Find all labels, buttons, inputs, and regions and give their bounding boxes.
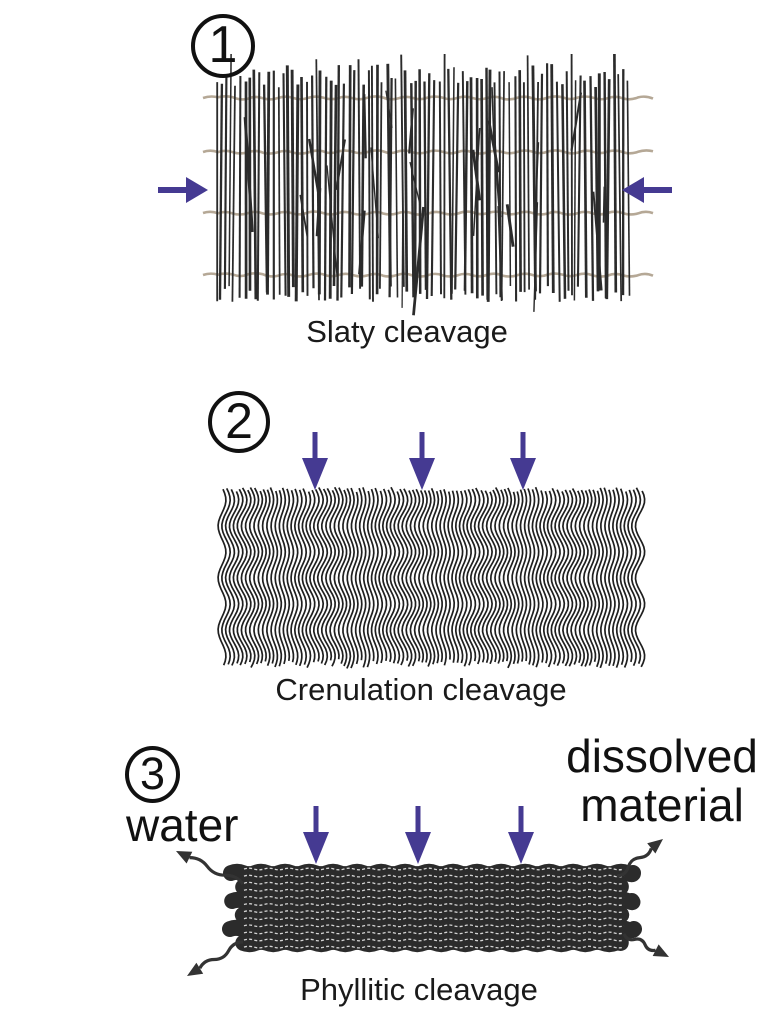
panel-3-number-badge: 3 <box>125 746 180 803</box>
panel-2-number-badge: 2 <box>208 391 270 453</box>
panel-1-caption: Slaty cleavage <box>306 314 508 349</box>
panel-1-number-badge: 1 <box>191 14 255 78</box>
panel-3-compression-arrows <box>303 806 534 864</box>
dissolved-escape-arrow-upper-right <box>616 839 663 878</box>
crenulation-rock-drawing <box>217 486 646 669</box>
compression-arrow-left-icon <box>158 177 208 203</box>
panel-3-number: 3 <box>139 748 166 799</box>
down-arrow-icon <box>409 432 435 490</box>
phyllitic-rock-drawing <box>222 863 642 953</box>
down-arrow-icon <box>510 432 536 490</box>
water-escape-arrow-lower-left <box>187 940 244 976</box>
dissolved-material-line1: dissolved <box>566 730 758 782</box>
slaty-rock-drawing <box>202 53 654 316</box>
panel-3-caption: Phyllitic cleavage <box>300 972 538 1007</box>
compression-arrow-right-icon <box>622 177 672 203</box>
dissolved-material-label: dissolved material <box>556 732 768 830</box>
down-arrow-icon <box>405 806 431 864</box>
down-arrow-icon <box>508 806 534 864</box>
dissolved-material-line2: material <box>580 779 744 831</box>
panel-2-compression-arrows <box>302 432 536 490</box>
down-arrow-icon <box>302 432 328 490</box>
water-escape-arrow-upper-left <box>176 851 245 886</box>
panel-2-number: 2 <box>225 393 253 449</box>
water-label: water <box>126 799 239 851</box>
panel-2-caption: Crenulation cleavage <box>275 672 567 707</box>
panel-1-number: 1 <box>208 16 238 74</box>
dissolved-escape-arrow-lower-right <box>622 933 669 957</box>
down-arrow-icon <box>303 806 329 864</box>
